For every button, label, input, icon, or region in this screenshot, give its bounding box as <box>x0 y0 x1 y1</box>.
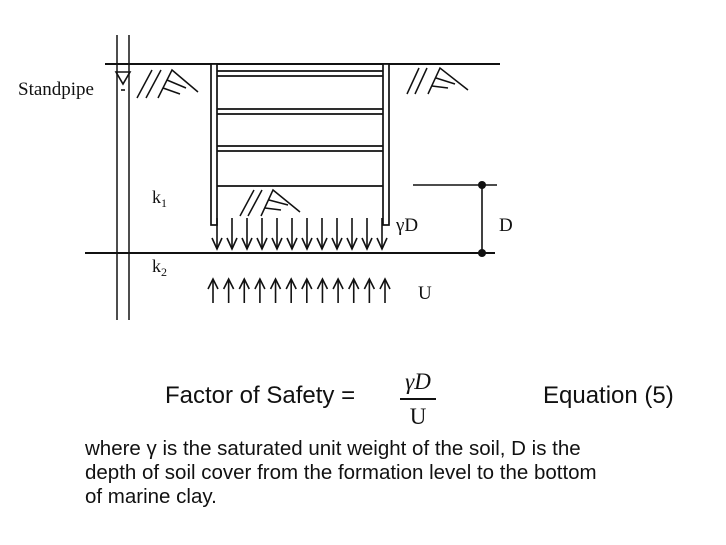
excavation-base-heave-diagram: Standpipe k1 <box>18 35 513 320</box>
equation-numerator: γD <box>405 369 431 394</box>
up-arrow-icon <box>301 277 313 303</box>
equation-denominator: U <box>409 403 427 429</box>
equation-fraction: γD U <box>398 368 438 430</box>
equation-lhs: Factor of Safety = <box>165 382 356 409</box>
svg-text:k2: k2 <box>152 256 167 279</box>
description-line: of marine clay. <box>85 485 217 508</box>
up-arrow-icon <box>316 277 329 303</box>
up-arrow-icon <box>363 277 376 303</box>
up-arrow-icon <box>222 277 235 303</box>
up-arrow-icon <box>238 277 250 303</box>
soil-layer-k2-label: k2 <box>152 256 167 279</box>
up-arrow-icon <box>348 277 360 303</box>
down-arrow-icon <box>226 218 238 251</box>
down-arrow-icon <box>361 218 373 251</box>
downward-pressure-arrows <box>211 218 388 251</box>
left-retaining-wall <box>210 63 218 226</box>
equation-description: where γ is the saturated unit weight of … <box>85 437 705 509</box>
down-arrow-icon <box>241 218 253 251</box>
standpipe-label: Standpipe <box>18 79 94 100</box>
up-arrow-icon <box>332 277 344 303</box>
up-arrow-icon <box>269 277 282 303</box>
depth-dimension <box>413 181 497 257</box>
down-arrow-icon <box>256 218 268 251</box>
down-arrow-icon <box>271 218 283 251</box>
up-arrow-icon <box>379 277 391 303</box>
description-line: depth of soil cover from the formation l… <box>85 461 597 484</box>
soil-hatch-icon-left <box>136 68 199 99</box>
down-arrow-icon <box>211 218 223 251</box>
depth-label: D <box>499 215 513 236</box>
equation-number: Equation (5) <box>543 382 674 409</box>
down-arrow-icon <box>376 218 388 251</box>
soil-hatch-icon-right <box>406 66 469 95</box>
factor-of-safety-equation: Factor of Safety = γD U Equation (5) <box>0 368 726 430</box>
standpipe <box>116 35 130 320</box>
soil-layer-k1-label: k1 <box>152 187 167 210</box>
up-arrow-icon <box>285 277 297 303</box>
uplift-label: U <box>418 283 432 304</box>
down-arrow-icon <box>301 218 313 251</box>
down-arrow-icon <box>286 218 298 251</box>
struts <box>217 70 383 187</box>
soil-hatch-icon-bottom <box>239 188 301 217</box>
description-line: where γ is the saturated unit weight of … <box>85 437 581 460</box>
uplift-pressure-arrows <box>207 277 391 303</box>
up-arrow-icon <box>254 277 266 303</box>
up-arrow-icon <box>207 277 219 303</box>
right-retaining-wall <box>382 63 390 226</box>
down-arrow-icon <box>346 218 358 251</box>
down-arrow-icon <box>316 218 328 251</box>
water-level-icon <box>114 71 132 91</box>
fraction-bar <box>400 398 436 400</box>
svg-text:k1: k1 <box>152 187 167 210</box>
gamma-d-label: γD <box>395 215 418 236</box>
down-arrow-icon <box>331 218 343 251</box>
